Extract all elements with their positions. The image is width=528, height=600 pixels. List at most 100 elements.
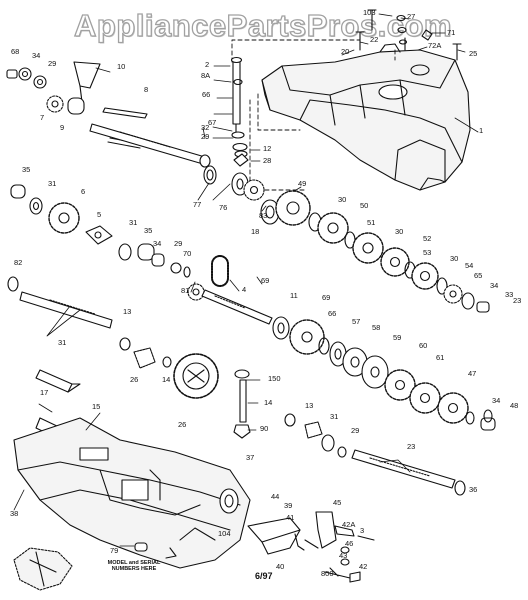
part-number-36: 36	[469, 485, 478, 494]
part-number-31: 31	[48, 179, 57, 188]
part-number-67: 67	[208, 118, 217, 127]
part-number-60: 60	[419, 341, 428, 350]
part-number-49: 49	[298, 179, 307, 188]
part-number-82: 82	[14, 258, 23, 267]
left-middle-parts	[10, 184, 191, 278]
axle-48	[351, 449, 466, 496]
part-number-72A: 72A	[428, 41, 442, 50]
part-number-46: 46	[345, 539, 354, 548]
part-number-30: 30	[338, 195, 347, 204]
lower-housing	[13, 417, 251, 569]
part-number-65: 65	[474, 271, 483, 280]
part-number-1: 1	[479, 126, 484, 135]
shift-shaft	[230, 56, 249, 167]
part-number-35: 35	[144, 226, 153, 235]
part-number-18: 18	[251, 227, 260, 236]
part-number-32: 32	[201, 123, 210, 132]
part-number-23: 23	[513, 296, 522, 305]
chain-and-sprocket	[187, 255, 229, 301]
part-number-13: 13	[123, 307, 132, 316]
part-number-29: 29	[201, 132, 210, 141]
part-number-23: 23	[407, 442, 416, 451]
upper-gear-bank	[275, 190, 490, 313]
upper-housing	[261, 43, 471, 191]
part-number-34: 34	[153, 239, 162, 248]
part-number-68: 68	[11, 47, 20, 56]
part-number-26: 26	[178, 420, 187, 429]
small-parts-upper-left	[6, 61, 148, 149]
part-number-13: 13	[305, 401, 314, 410]
part-number-12: 12	[263, 144, 272, 153]
differential-assembly	[133, 347, 251, 439]
axle-47	[7, 276, 131, 351]
part-number-34: 34	[32, 51, 41, 60]
part-number-90: 90	[260, 424, 269, 433]
part-number-104: 104	[218, 529, 231, 538]
part-number-37: 37	[246, 453, 255, 462]
part-number-22: 22	[370, 35, 379, 44]
part-number-47: 47	[468, 369, 477, 378]
part-number-30: 30	[395, 227, 404, 236]
part-number-48: 48	[510, 401, 519, 410]
part-number-26: 26	[130, 375, 139, 384]
model-serial-pointer	[134, 542, 177, 559]
main-shaft	[89, 123, 211, 168]
part-number-31: 31	[330, 412, 339, 421]
part-number-14: 14	[162, 375, 171, 384]
part-number-59: 59	[393, 333, 402, 342]
part-number-41: 41	[286, 513, 295, 522]
part-number-53: 53	[423, 248, 432, 257]
model-serial-note-line1: MODEL and SERIAL	[107, 560, 161, 566]
part-number-42A: 42A	[342, 520, 356, 529]
part-number-81: 81	[181, 286, 190, 295]
part-number-7: 7	[40, 113, 45, 122]
date-code: 6/97	[255, 571, 273, 581]
part-number-20: 20	[341, 47, 350, 56]
part-number-150: 150	[268, 374, 281, 383]
part-number-9: 9	[60, 123, 65, 132]
part-number-10: 10	[117, 62, 126, 71]
part-number-40: 40	[276, 562, 285, 571]
part-number-25: 25	[469, 49, 478, 58]
part-number-11: 11	[290, 291, 298, 300]
part-number-17: 17	[40, 388, 49, 397]
part-number-3: 3	[360, 526, 365, 535]
part-number-33: 33	[505, 290, 514, 299]
part-number-61: 61	[436, 353, 445, 362]
part-number-27: 27	[407, 12, 416, 21]
part-number-35: 35	[22, 165, 31, 174]
part-number-66: 66	[328, 309, 337, 318]
part-number-69: 69	[261, 276, 270, 285]
part-number-6: 6	[81, 187, 86, 196]
part-number-83: 83	[259, 211, 268, 220]
part-number-54: 54	[465, 261, 474, 270]
part-number-38: 38	[10, 509, 19, 518]
part-number-69: 69	[322, 293, 331, 302]
watermark-text: AppliancePartsPros.com	[73, 7, 452, 43]
washer-stack	[203, 165, 280, 225]
part-number-103: 103	[363, 8, 376, 17]
part-number-70: 70	[183, 249, 192, 258]
part-number-34: 34	[490, 281, 499, 290]
model-serial-note: MODEL and SERIAL NUMBERS HERE	[104, 560, 164, 573]
lower-right-small-parts	[284, 409, 493, 458]
part-number-30: 30	[450, 254, 459, 263]
part-number-8A: 8A	[201, 71, 211, 80]
part-number-71: 71	[447, 28, 456, 37]
part-number-4: 4	[242, 285, 247, 294]
part-number-8: 8	[144, 85, 149, 94]
part-number-57: 57	[352, 317, 361, 326]
part-number-29: 29	[174, 239, 183, 248]
part-number-2: 2	[205, 60, 210, 69]
part-number-58: 58	[372, 323, 381, 332]
part-number-66: 66	[202, 90, 211, 99]
part-number-29: 29	[351, 426, 360, 435]
brake-assembly	[247, 511, 375, 583]
part-number-39: 39	[284, 501, 293, 510]
part-number-29: 29	[48, 59, 57, 68]
shaft-four	[201, 289, 273, 325]
part-number-79: 79	[110, 546, 119, 555]
part-number-77: 77	[193, 200, 202, 209]
